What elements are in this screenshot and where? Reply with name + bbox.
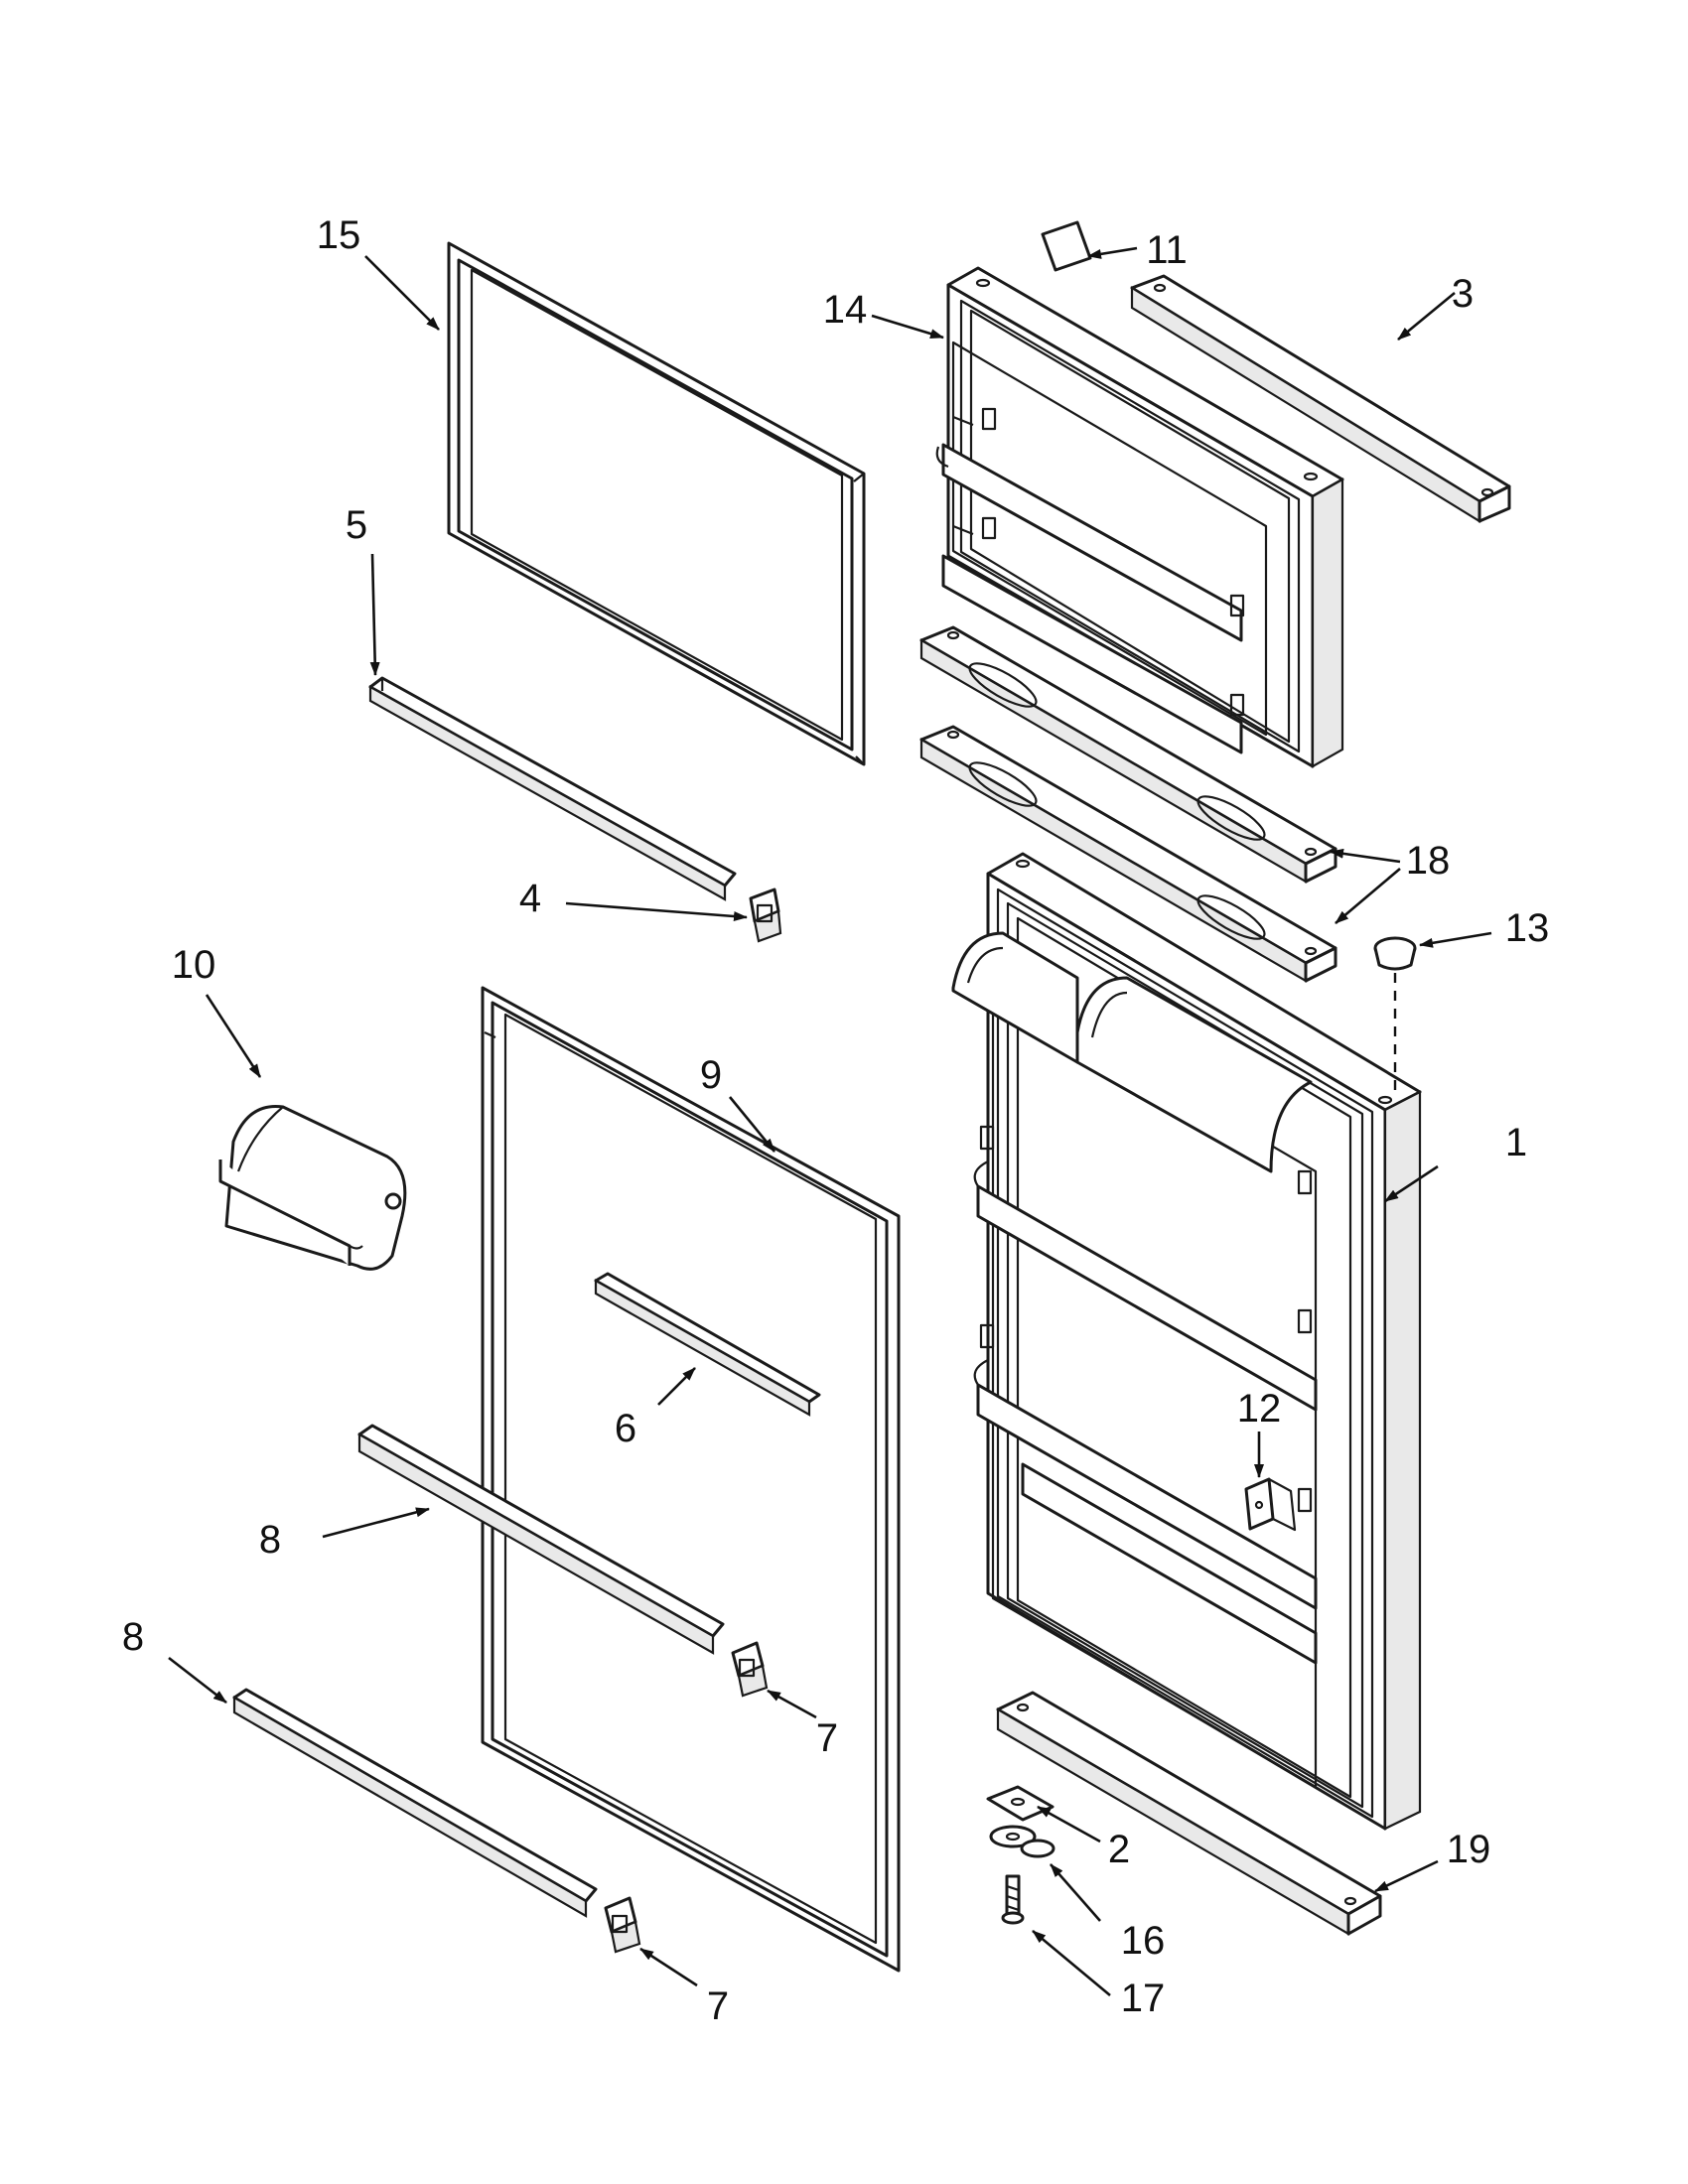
leader-1 <box>1384 1164 1439 1203</box>
part-19-bottom-cap <box>996 1691 1382 1936</box>
callout-8-upper: 8 <box>259 1518 281 1562</box>
leader-5 <box>369 553 380 676</box>
part-1-refrigerator-door <box>951 852 1422 1831</box>
part-3-top-cap <box>1130 274 1511 523</box>
leader-14 <box>871 314 944 340</box>
callout-7-lower: 7 <box>707 1984 729 2028</box>
callout-18: 18 <box>1406 839 1451 883</box>
callout-5: 5 <box>346 503 367 547</box>
leader-6 <box>657 1367 696 1406</box>
leader-lines <box>168 246 1492 1996</box>
leader-18b <box>1335 868 1401 924</box>
leader-18a <box>1330 848 1401 864</box>
part-6-rail <box>594 1272 821 1417</box>
callout-8-lower: 8 <box>122 1615 144 1659</box>
part-12-bracket <box>1244 1477 1297 1532</box>
leader-11 <box>1087 246 1138 259</box>
part-8-rail-lower <box>232 1688 598 1918</box>
part-11-label <box>1041 220 1092 272</box>
part-9-refrigerator-gasket <box>481 986 901 1973</box>
part-8-rail-upper <box>357 1424 725 1655</box>
part-18-handle-lower <box>919 725 1337 983</box>
callout-labels: 1 2 3 4 5 6 7 7 8 8 9 10 11 12 13 14 15 … <box>122 213 1549 2028</box>
part-14-freezer-door <box>935 266 1344 768</box>
part-16-washer <box>989 1825 1055 1858</box>
part-7-end-cap-upper <box>731 1641 769 1698</box>
part-10-dairy-cover <box>218 1104 407 1271</box>
leader-17 <box>1032 1930 1111 1996</box>
leader-7a <box>767 1689 817 1719</box>
part-13-plug <box>1373 936 1417 971</box>
callout-1: 1 <box>1505 1121 1527 1164</box>
callout-9: 9 <box>700 1053 722 1097</box>
part-17-screw <box>1001 1874 1025 1925</box>
leader-8a <box>322 1507 430 1539</box>
callout-11: 11 <box>1146 228 1188 272</box>
leader-19 <box>1374 1859 1439 1893</box>
callout-19: 19 <box>1447 1828 1491 1871</box>
callout-12: 12 <box>1237 1387 1282 1431</box>
part-15-freezer-gasket <box>447 241 866 766</box>
leader-8b <box>168 1656 227 1705</box>
callout-10: 10 <box>172 943 216 987</box>
callout-4: 4 <box>519 877 541 920</box>
part-2-hinge <box>986 1785 1055 1822</box>
leader-3 <box>1397 291 1456 341</box>
callout-16: 16 <box>1121 1919 1166 1963</box>
callout-13: 13 <box>1505 906 1550 950</box>
part-4-end-cap <box>749 887 782 943</box>
callout-17: 17 <box>1121 1977 1166 2020</box>
callout-14: 14 <box>823 288 868 332</box>
callout-15: 15 <box>317 213 361 257</box>
leader-9 <box>728 1096 776 1153</box>
leader-10 <box>205 994 262 1078</box>
leader-16 <box>1050 1863 1101 1922</box>
leader-2 <box>1037 1805 1101 1843</box>
part-5-rail <box>368 676 737 901</box>
leader-13 <box>1419 931 1492 948</box>
leader-15 <box>364 255 440 331</box>
callout-3: 3 <box>1452 272 1474 316</box>
callout-2: 2 <box>1108 1828 1130 1871</box>
leader-4 <box>565 901 748 921</box>
callout-7-upper: 7 <box>816 1716 838 1760</box>
part-7-end-cap-lower <box>604 1896 641 1954</box>
callout-6: 6 <box>615 1407 636 1450</box>
leader-7b <box>639 1947 698 1987</box>
